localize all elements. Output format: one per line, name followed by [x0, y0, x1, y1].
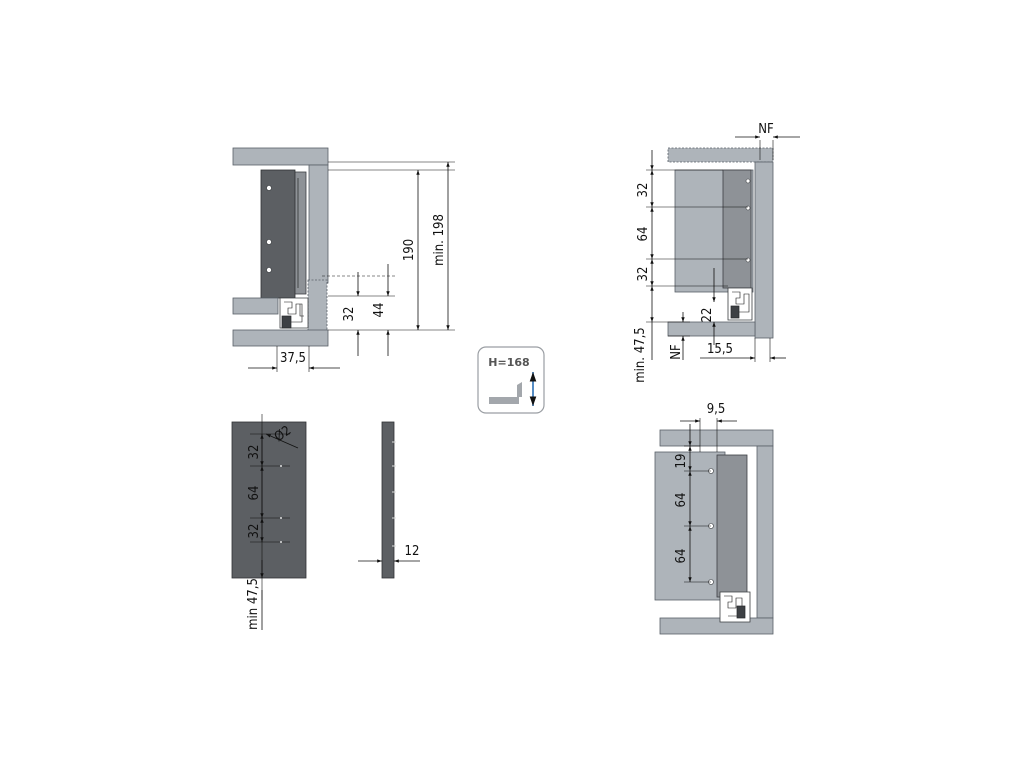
- dim-panel-64: 64: [247, 486, 262, 501]
- section-view-left: 190 min. 198 32 44 37,5: [232, 147, 455, 372]
- dim-min-198: min. 198: [432, 214, 447, 266]
- dim-12: 12: [405, 544, 420, 559]
- front-panel-view: 32 64 32 min 47,5 Ø2: [231, 414, 307, 630]
- dim-panel-min-47-5: min 47,5: [246, 578, 261, 630]
- dim-nf-top: NF: [758, 122, 774, 137]
- dim-9-5: 9,5: [707, 402, 726, 417]
- dim-64: 64: [636, 227, 651, 242]
- dim-panel-32-b: 32: [247, 524, 262, 539]
- dim-panel-32-a: 32: [247, 445, 262, 460]
- dim-32-b: 32: [636, 267, 651, 282]
- dim-64-a: 64: [674, 493, 689, 508]
- dim-15-5: 15,5: [707, 342, 733, 357]
- rear-view: 9,5 19 64 64: [654, 402, 774, 635]
- dim-190: 190: [402, 239, 417, 261]
- section-view-right: NF 32 64 32 min. 47,5 22 NF 15,5: [633, 122, 800, 383]
- dim-32-a: 32: [636, 183, 651, 198]
- height-badge: H=168: [477, 346, 545, 414]
- dim-44: 44: [372, 303, 387, 318]
- dim-37-5: 37,5: [280, 351, 306, 366]
- side-panel-view: 12: [358, 421, 420, 579]
- dim-19: 19: [674, 454, 689, 469]
- height-badge-label: H=168: [488, 356, 529, 369]
- dim-64-b: 64: [674, 549, 689, 564]
- dim-nf-bottom: NF: [669, 344, 684, 360]
- dim-22: 22: [700, 308, 715, 323]
- dim-32: 32: [342, 307, 357, 322]
- dim-min-47-5: min. 47,5: [633, 327, 648, 383]
